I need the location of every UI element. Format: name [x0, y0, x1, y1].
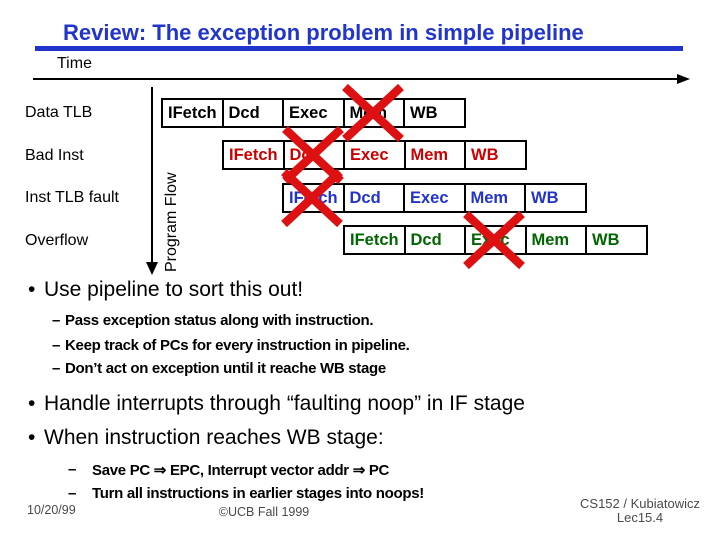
subbullet-text: Turn all instructions in earlier stages …: [92, 485, 424, 502]
subbullet-text: Pass exception status along with instruc…: [65, 312, 374, 329]
dash-marker: –: [52, 312, 61, 329]
subbullet-turn-to-noops: – Turn all instructions in earlier stage…: [68, 485, 424, 502]
bullet-dot: •: [28, 392, 36, 415]
pipeline-row-bad-inst: IFetch Dcd Exec Mem WB: [222, 140, 527, 170]
program-flow-arrow: [151, 87, 153, 262]
footer-lecture-number: Lec15.4: [616, 510, 664, 525]
row-label-bad-inst: Bad Inst: [25, 147, 84, 164]
program-flow-label: Program Flow: [163, 172, 180, 272]
subbullet-dont-act: – Don’t act on exception until it reache…: [52, 360, 386, 377]
dash-marker: –: [52, 337, 61, 354]
subbullet-text: Keep track of PCs for every instruction …: [65, 337, 410, 354]
red-x-mark-mem: [342, 83, 404, 143]
stage-cell-ifetch: IFetch: [343, 225, 406, 255]
dash-marker: –: [52, 360, 61, 377]
time-arrow: [33, 78, 679, 80]
subbullet-text: Don’t act on exception until it reache W…: [65, 360, 386, 377]
row-label-overflow: Overflow: [25, 232, 89, 249]
stage-cell-wb: WB: [524, 183, 587, 213]
subbullet-keep-track-pcs: – Keep track of PCs for every instructio…: [52, 337, 410, 354]
stage-cell-dcd: Dcd: [403, 225, 466, 255]
row-label-inst-tlb-fault: Inst TLB fault: [25, 189, 119, 206]
stage-cell-exec: Exec: [403, 183, 466, 213]
red-x-mark-ifetch: [281, 168, 343, 228]
pipeline-row-overflow: IFetch Dcd Exec Mem WB: [343, 225, 648, 255]
bullet-text: Use pipeline to sort this out!: [44, 278, 304, 301]
time-axis-label: Time: [57, 55, 92, 72]
footer-course-block: CS152 / Kubiatowicz Lec15.4: [555, 497, 720, 525]
stage-cell-mem: Mem: [463, 183, 526, 213]
bullet-handle-interrupts: • Handle interrupts through “faulting no…: [28, 392, 525, 416]
bullet-text: When instruction reaches WB stage:: [44, 426, 384, 449]
stage-cell-ifetch: IFetch: [161, 98, 224, 128]
stage-cell-wb: WB: [585, 225, 648, 255]
subbullet-text: Save PC ⇒ EPC, Interrupt vector addr ⇒ P…: [92, 462, 390, 479]
program-flow-arrowhead-icon: [146, 262, 158, 275]
bullet-dot: •: [28, 426, 36, 449]
pipeline-row-data-tlb: IFetch Dcd Exec Mem WB: [161, 98, 466, 128]
bullet-dot: •: [28, 278, 36, 301]
stage-cell-ifetch: IFetch: [222, 140, 285, 170]
red-x-mark-exec: [463, 210, 525, 270]
red-x-mark-dcd: [282, 125, 344, 185]
row-label-data-tlb: Data TLB: [25, 104, 93, 121]
subbullet-save-pc: – Save PC ⇒ EPC, Interrupt vector addr ⇒…: [68, 461, 389, 479]
bullet-use-pipeline: • Use pipeline to sort this out!: [28, 278, 303, 302]
footer-copyright: ©UCB Fall 1999: [218, 505, 310, 519]
stage-cell-mem: Mem: [403, 140, 466, 170]
time-arrowhead-icon: [677, 74, 690, 84]
subbullet-pass-status: – Pass exception status along with instr…: [52, 312, 374, 329]
footer-course: CS152 / Kubiatowicz: [580, 496, 700, 511]
dash-marker: –: [68, 485, 77, 502]
dash-marker: –: [68, 461, 77, 478]
page-title: Review: The exception problem in simple …: [63, 20, 584, 45]
stage-cell-exec: Exec: [282, 98, 345, 128]
stage-cell-wb: WB: [464, 140, 527, 170]
stage-cell-dcd: Dcd: [221, 98, 284, 128]
bullet-when-wb-stage: • When instruction reaches WB stage:: [28, 426, 384, 450]
footer-date: 10/20/99: [27, 503, 76, 517]
stage-cell-mem: Mem: [524, 225, 587, 255]
bullet-text: Handle interrupts through “faulting noop…: [44, 392, 525, 415]
stage-cell-wb: WB: [403, 98, 466, 128]
title-underline: [35, 46, 683, 51]
stage-cell-dcd: Dcd: [342, 183, 405, 213]
stage-cell-exec: Exec: [343, 140, 406, 170]
